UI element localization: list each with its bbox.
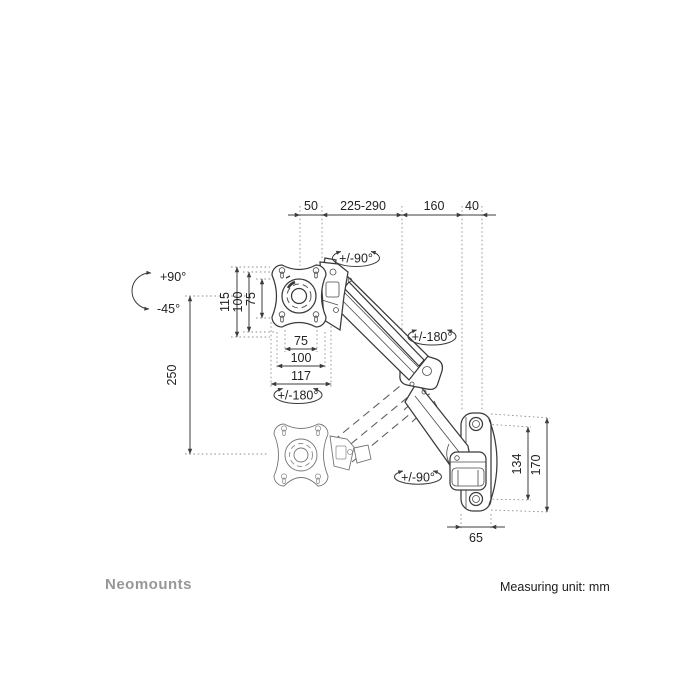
upper-vesa-plate	[271, 264, 327, 328]
dim-115: 115	[218, 292, 232, 312]
forearm-and-wall-pivot	[404, 380, 487, 491]
dim-100-h: 100	[291, 351, 312, 365]
wall-screw-hole-top	[468, 416, 484, 432]
height-dimension: 250	[165, 295, 193, 455]
dim-75-h: 75	[294, 334, 308, 348]
dim-117: 117	[291, 369, 311, 383]
phantom-tilt-head	[329, 435, 355, 471]
dim-100-v: 100	[231, 292, 245, 313]
vesa-horizontal-dimensions: 75 100 117	[270, 334, 332, 387]
wall-plate-dimensions: 134 170 65	[447, 417, 550, 545]
phantom-keyholes	[281, 425, 321, 484]
vesa-vertical-dimensions: 115 100 75	[218, 266, 265, 338]
dim-225-290: 225-290	[340, 199, 386, 213]
dim-134: 134	[510, 454, 524, 475]
dim-40: 40	[465, 199, 479, 213]
measuring-unit-note: Measuring unit: mm	[500, 580, 610, 594]
dim-75-v: 75	[244, 292, 258, 306]
up-mark	[285, 275, 291, 279]
brand-logo-text: Neomounts	[105, 576, 192, 593]
arm-rotate-label: +/-180°	[412, 330, 453, 344]
top-dimension-chain: 50 225-290 160 40	[288, 199, 496, 218]
vesa-keyholes	[278, 267, 320, 323]
tilt-rotation-indicator: +90° -45°	[131, 270, 186, 316]
dim-50: 50	[304, 199, 318, 213]
wall-screw-hole-bottom	[468, 491, 484, 507]
phantom-vesa-plate	[273, 423, 372, 487]
tilt-up-label: +90°	[160, 270, 186, 284]
dim-160: 160	[424, 199, 445, 213]
tilt-down-label: -45°	[157, 302, 180, 316]
vesa-rotate-label: +/-180°	[278, 389, 319, 403]
rotation-indicators: +/-90° +/-180° +/-180° +/-90°	[273, 250, 457, 485]
dim-170: 170	[529, 455, 543, 476]
dim-65: 65	[469, 531, 483, 545]
head-swivel-label: +/-90°	[339, 252, 373, 266]
dim-250: 250	[165, 365, 179, 386]
wall-swivel-label: +/-90°	[401, 471, 435, 485]
wall-pivot-clamp	[449, 451, 487, 491]
